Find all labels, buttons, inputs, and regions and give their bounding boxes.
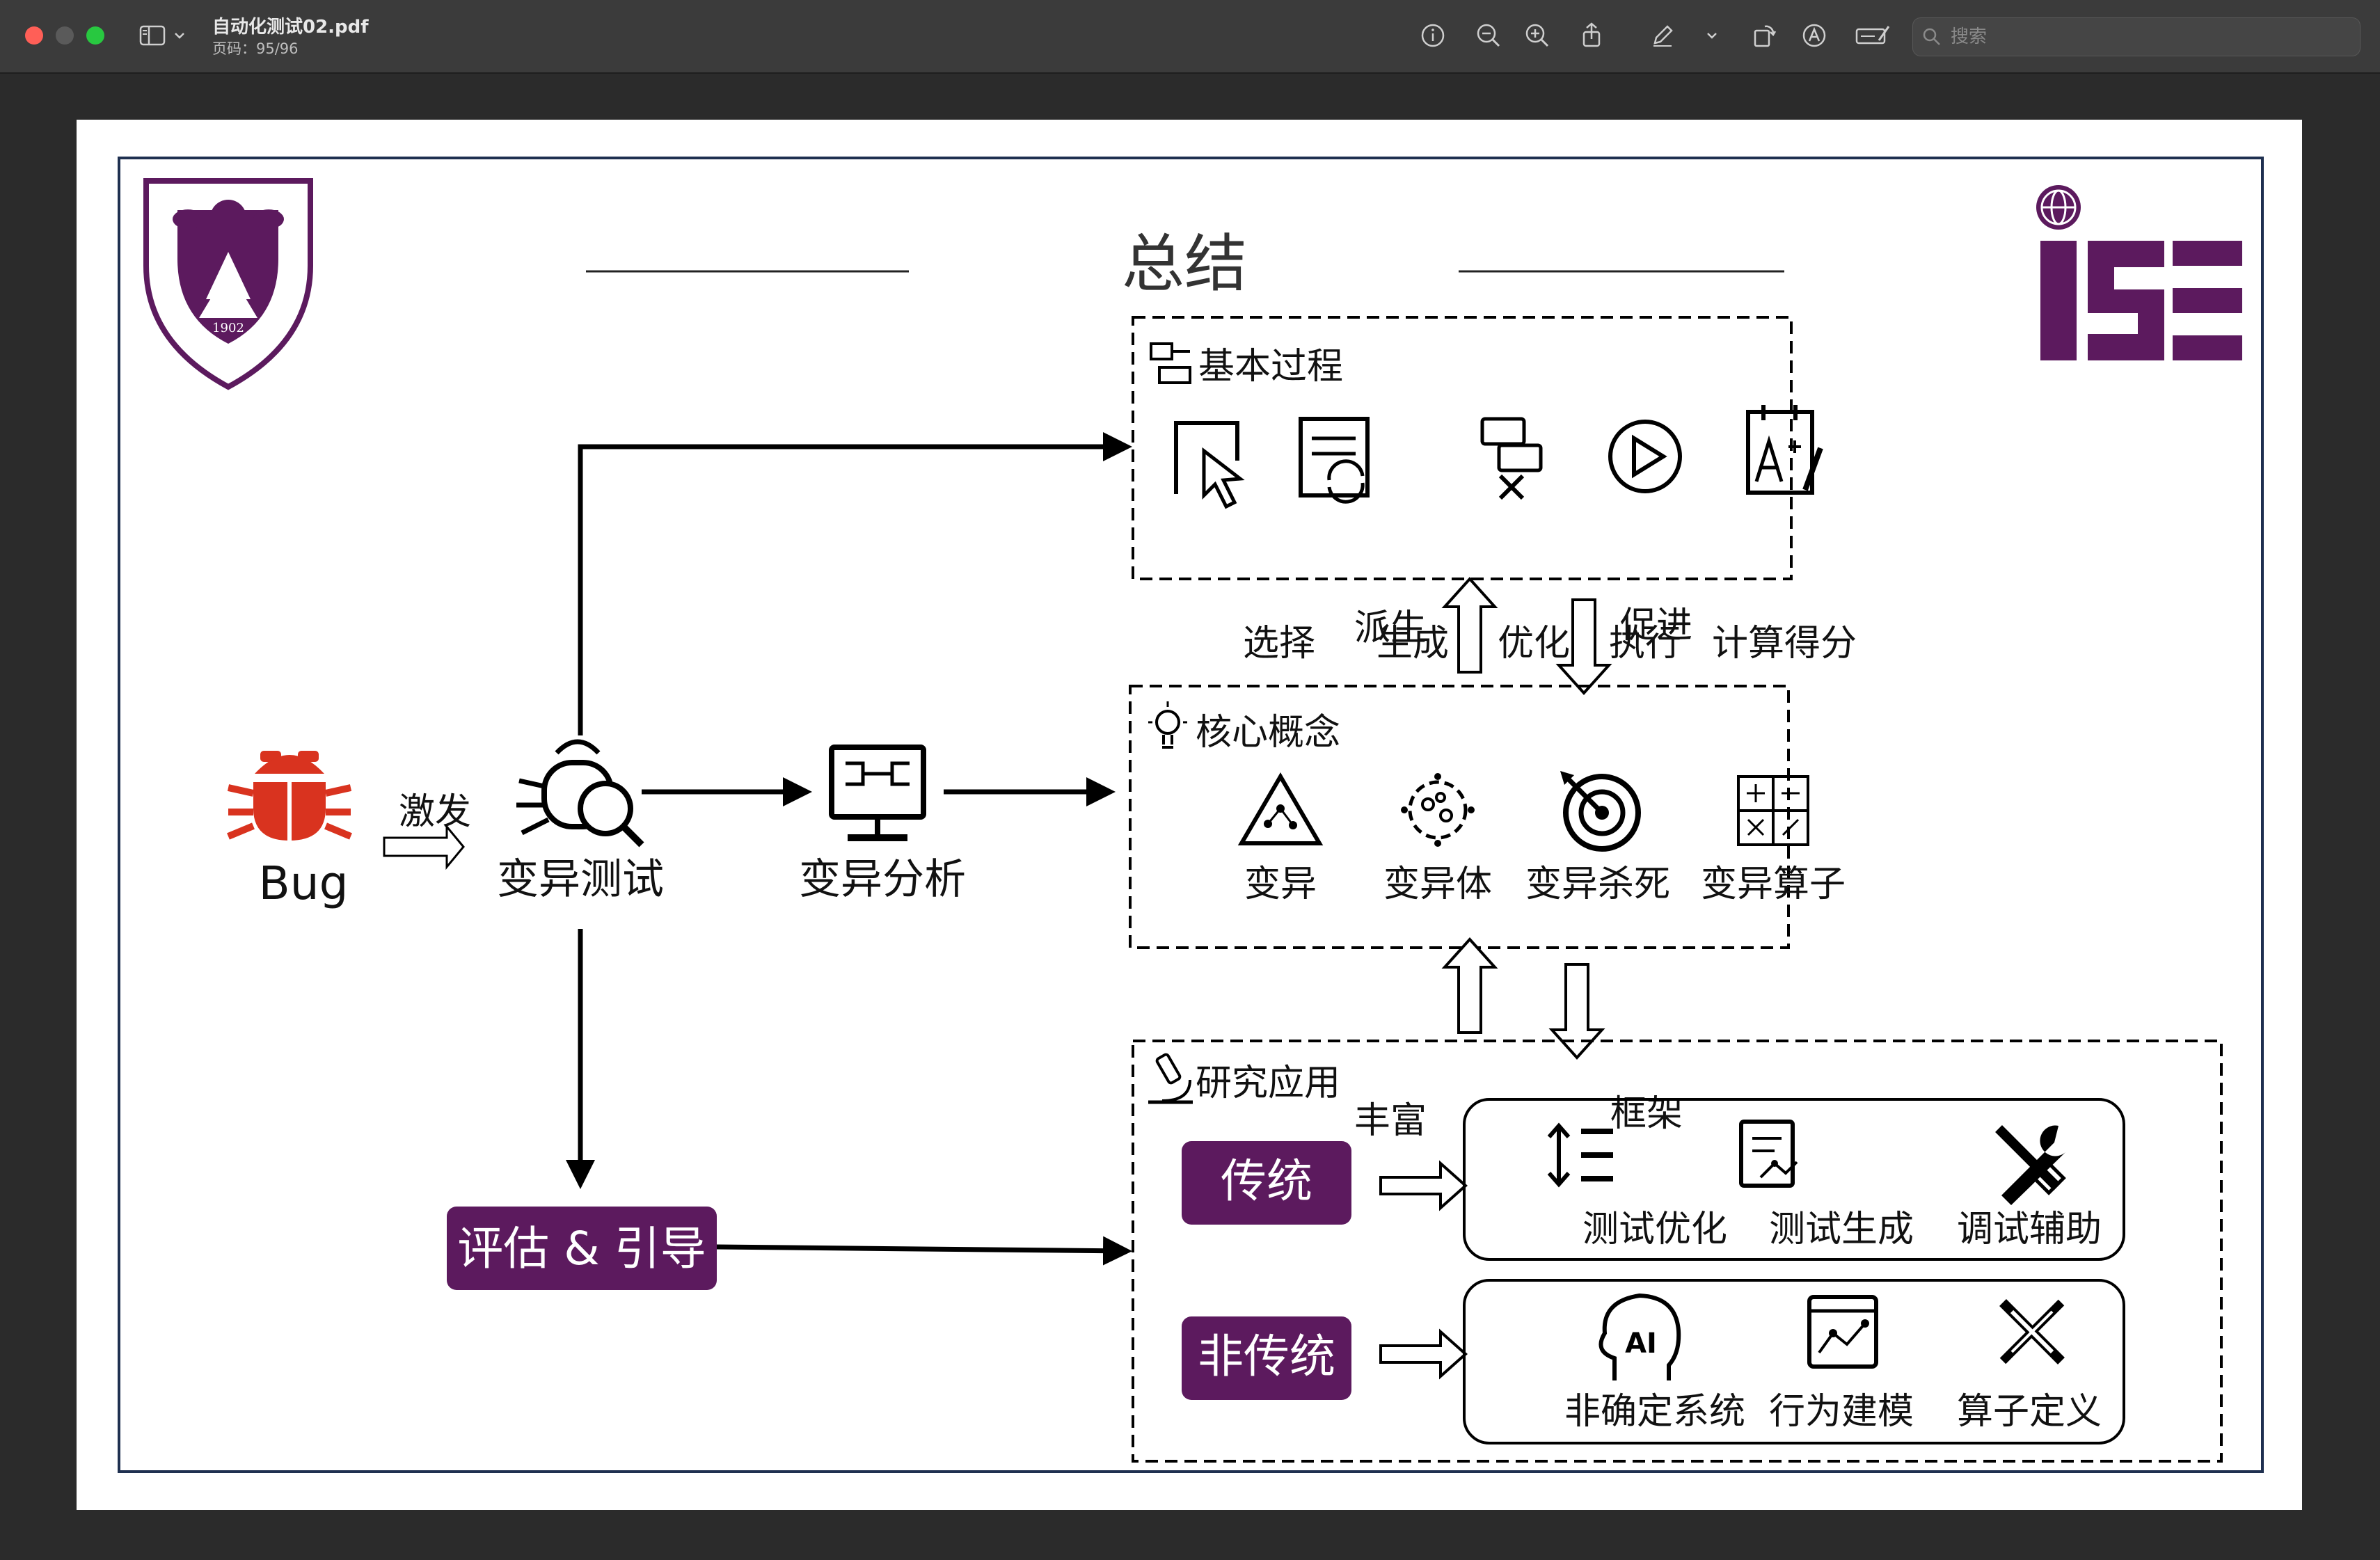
zoom-out-icon[interactable] bbox=[1473, 19, 1505, 51]
traditional-items-panel bbox=[1463, 1098, 2125, 1261]
nontraditional-label: 非传统 bbox=[1198, 1330, 1335, 1383]
virus-icon bbox=[1401, 773, 1475, 847]
concept-label-mutant: 变异体 bbox=[1383, 863, 1492, 905]
slide-title: 总结 bbox=[1122, 228, 1247, 301]
slide-canvas: 1902 总结 Bug 激发 bbox=[118, 157, 2264, 1473]
derive-up-arrow bbox=[1441, 577, 1498, 674]
arrow-eval-to-research bbox=[716, 1236, 1132, 1266]
slide-frame bbox=[118, 157, 2264, 1473]
trad-label-test-optimization: 测试优化 bbox=[1582, 1209, 1727, 1250]
optimize-icon bbox=[1480, 417, 1543, 500]
monitor-analysis-icon bbox=[829, 745, 926, 841]
form-fill-icon[interactable] bbox=[1854, 19, 1891, 51]
process-label-score: 计算得分 bbox=[1712, 623, 1857, 664]
concept-label-operator: 变异算子 bbox=[1701, 863, 1846, 905]
concept-label-kill: 变异杀死 bbox=[1525, 863, 1670, 905]
minimize-button[interactable] bbox=[56, 26, 74, 45]
enrich-label: 丰富 bbox=[1354, 1100, 1427, 1142]
ai-head-icon: AI bbox=[1598, 1293, 1681, 1380]
process-label-generate: 生成 bbox=[1377, 623, 1449, 664]
process-label-optimize: 优化 bbox=[1498, 623, 1570, 664]
enrich-up-arrow bbox=[1441, 937, 1498, 1034]
document-title: 自动化测试02.pdf bbox=[212, 17, 369, 38]
traditional-arrow bbox=[1379, 1160, 1468, 1211]
nontrad-label-operator-def: 算子定义 bbox=[1957, 1391, 2102, 1433]
nontraditional-button[interactable] bbox=[1182, 1316, 1351, 1400]
eval-guide-button[interactable] bbox=[447, 1207, 717, 1290]
rotate-icon[interactable] bbox=[1748, 19, 1780, 51]
arrow-testing-to-process bbox=[578, 432, 1132, 735]
chevron-down-icon[interactable] bbox=[171, 19, 188, 51]
microscope-icon bbox=[1148, 1053, 1193, 1104]
concept-label-mutation: 变异 bbox=[1244, 863, 1317, 905]
flowchart-icon bbox=[1150, 342, 1191, 384]
nontraditional-arrow bbox=[1379, 1328, 1468, 1380]
svg-text:1902: 1902 bbox=[212, 321, 244, 335]
sidebar-icon[interactable] bbox=[136, 19, 168, 51]
trad-label-test-generation: 测试生成 bbox=[1769, 1209, 1914, 1250]
page-indicator: 页码：95/96 bbox=[212, 40, 299, 57]
cursor-select-icon bbox=[1174, 421, 1245, 509]
close-button[interactable] bbox=[25, 26, 43, 45]
trad-label-debug-assist: 调试辅助 bbox=[1957, 1209, 2102, 1250]
search-input[interactable] bbox=[1949, 24, 2342, 50]
nontrad-label-behavior-model: 行为建模 bbox=[1769, 1391, 1914, 1433]
promote-down-arrow bbox=[1555, 598, 1612, 695]
document-chart-icon bbox=[1739, 1120, 1798, 1188]
process-label-select: 选择 bbox=[1243, 623, 1315, 664]
calculator-icon bbox=[1737, 775, 1809, 846]
window-titlebar: 自动化测试02.pdf 页码：95/96 bbox=[0, 0, 2380, 74]
process-label-execute: 执行 bbox=[1609, 623, 1681, 664]
markup-pen-icon[interactable] bbox=[1647, 19, 1679, 51]
research-applications-title: 研究应用 bbox=[1196, 1062, 1340, 1104]
nanjing-university-seal: 1902 bbox=[143, 178, 313, 390]
document-refresh-icon bbox=[1299, 417, 1370, 504]
basic-process-title: 基本过程 bbox=[1198, 346, 1343, 388]
target-icon bbox=[1560, 771, 1641, 852]
info-icon[interactable] bbox=[1417, 19, 1449, 51]
core-concepts-title: 核心概念 bbox=[1196, 712, 1340, 754]
traditional-button[interactable] bbox=[1182, 1141, 1351, 1225]
ise-logo bbox=[2036, 185, 2242, 360]
zoom-in-icon[interactable] bbox=[1521, 19, 1553, 51]
mutation-analysis-label: 变异分析 bbox=[799, 855, 966, 904]
trigger-arrow bbox=[383, 823, 465, 870]
bug-icon bbox=[227, 751, 352, 841]
pdf-page: 1902 总结 Bug 激发 bbox=[77, 120, 2302, 1510]
derive-label: 派生 bbox=[1354, 607, 1427, 649]
framework-down-arrow bbox=[1548, 963, 1605, 1060]
svg-text:AI: AI bbox=[1625, 1328, 1657, 1360]
research-applications-box bbox=[1132, 1040, 2223, 1463]
sort-list-icon bbox=[1547, 1122, 1613, 1188]
play-icon bbox=[1608, 420, 1682, 493]
grade-score-icon bbox=[1746, 405, 1823, 495]
behavior-model-icon bbox=[1807, 1295, 1878, 1369]
eval-guide-label: 评估 & 引导 bbox=[457, 1222, 706, 1275]
trigger-label: 激发 bbox=[399, 791, 471, 833]
lightbulb-icon bbox=[1148, 701, 1187, 749]
nontraditional-items-panel bbox=[1463, 1279, 2125, 1444]
search-field[interactable] bbox=[1912, 17, 2361, 56]
chevron-down-icon[interactable] bbox=[1704, 19, 1720, 51]
pencil-ruler-icon bbox=[1999, 1299, 2065, 1364]
bug-label: Bug bbox=[258, 857, 348, 910]
bug-search-icon bbox=[516, 739, 644, 847]
mutation-testing-label: 变异测试 bbox=[497, 855, 664, 904]
traditional-label: 传统 bbox=[1221, 1154, 1312, 1208]
mutation-triangle-icon bbox=[1237, 772, 1324, 845]
circle-a-icon[interactable] bbox=[1798, 19, 1830, 51]
core-concepts-box bbox=[1129, 685, 1790, 949]
promote-label: 促进 bbox=[1620, 605, 1692, 646]
nontrad-label-nondeterministic: 非确定系统 bbox=[1564, 1391, 1745, 1433]
search-icon bbox=[1923, 28, 1940, 45]
zoom-button[interactable] bbox=[86, 26, 104, 45]
share-icon[interactable] bbox=[1576, 19, 1608, 51]
tools-icon bbox=[1995, 1125, 2066, 1205]
